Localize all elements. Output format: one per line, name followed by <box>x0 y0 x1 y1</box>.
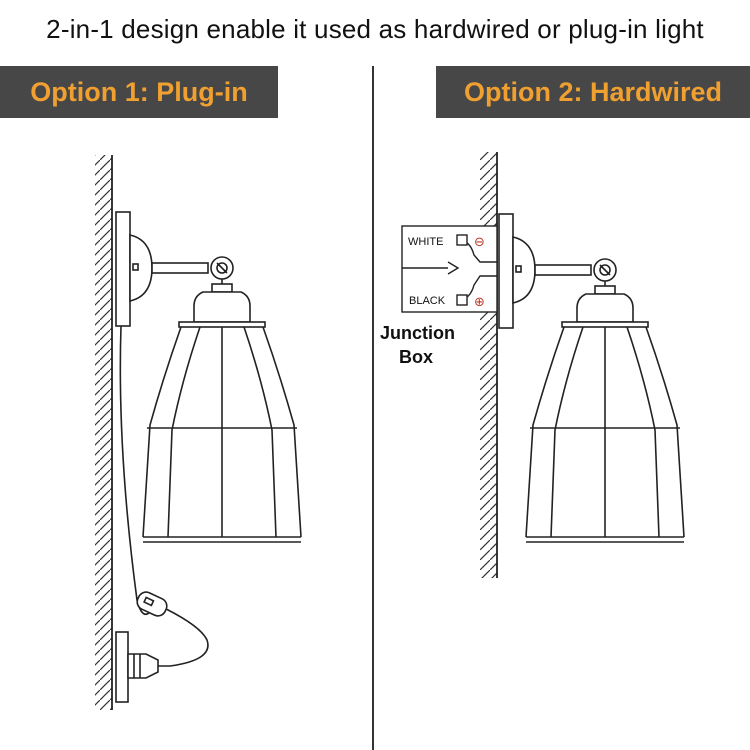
option-1-banner: Option 1: Plug-in <box>0 66 278 118</box>
wall-plate-right <box>498 213 536 329</box>
lamp-socket-right <box>576 285 634 323</box>
inline-switch <box>136 591 168 617</box>
lamp-socket-left <box>193 283 251 323</box>
hardwired-illustration: WHITE BLACK ⊖ ⊕ <box>401 152 685 578</box>
plug-in-illustration <box>95 155 302 710</box>
positive-terminal-icon: ⊕ <box>474 295 485 310</box>
white-wire-label: WHITE <box>408 236 443 248</box>
junction-box <box>401 225 498 313</box>
center-divider <box>372 66 374 750</box>
cage-shade-left <box>142 321 302 543</box>
wall-right <box>480 152 498 578</box>
cage-shade-right <box>525 321 685 543</box>
lamp-arm-right <box>534 258 617 289</box>
power-cord <box>119 325 209 667</box>
plug-and-outlet <box>115 631 159 703</box>
junction-box-label-line2: Box <box>398 347 433 367</box>
wall-plate-left <box>115 211 153 327</box>
option-2-banner: Option 2: Hardwired <box>436 66 750 118</box>
page-title: 2-in-1 design enable it used as hardwire… <box>46 14 704 44</box>
negative-terminal-icon: ⊖ <box>474 235 485 250</box>
wall-left <box>95 155 113 710</box>
lamp-arm-left <box>151 256 234 287</box>
junction-box-label-line1: Junction <box>380 323 455 343</box>
black-wire-label: BLACK <box>409 295 446 307</box>
